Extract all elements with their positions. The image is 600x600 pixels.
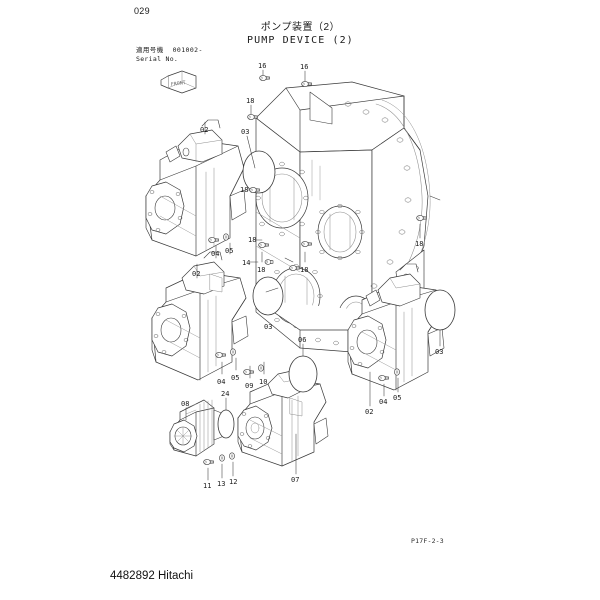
page-number: 029 xyxy=(134,6,150,16)
o-ring-03-upper xyxy=(242,150,276,194)
svg-text:FRONT: FRONT xyxy=(170,80,186,88)
callout-16-a: 16 xyxy=(258,62,266,70)
o-ring-06 xyxy=(288,355,318,393)
callout-04-upper-pump: 04 xyxy=(211,250,219,258)
callout-03-mid-pump: 03 xyxy=(264,323,272,331)
callout-04-right-pump: 04 xyxy=(379,398,387,406)
serial-label-japanese: 適用号機 001002- xyxy=(136,46,203,55)
callout-18-small: 18 xyxy=(240,186,248,194)
callout-02-upper-pump: 02 xyxy=(200,126,208,134)
pump-assembly-mid-left xyxy=(151,251,249,381)
pump-assembly-upper-left xyxy=(145,119,247,257)
page-code: P17F-2-3 xyxy=(411,537,444,545)
callout-03-right-pump: 03 xyxy=(435,348,443,356)
callout-18-right-edge: 18 xyxy=(415,240,423,248)
pump-assembly-right xyxy=(347,263,445,391)
callout-18-top-left: 18 xyxy=(246,97,254,105)
callout-12: 12 xyxy=(229,478,237,486)
serial-value: 001002- xyxy=(172,46,203,54)
sheet-title-japanese: ポンプ装置（2） xyxy=(260,22,341,33)
callout-07: 07 xyxy=(291,476,299,484)
callout-24: 24 xyxy=(221,390,229,398)
serial-number-block: 適用号機 001002- Serial No. xyxy=(136,46,203,63)
callout-13: 13 xyxy=(217,480,225,488)
washer-13 xyxy=(219,454,225,462)
callout-02-mid-pump: 02 xyxy=(192,270,200,278)
leader-lines xyxy=(185,69,441,481)
callout-04-mid-pump: 04 xyxy=(217,378,225,386)
bolt-16-a xyxy=(259,74,271,82)
callout-18-mid-left: 18 xyxy=(248,236,256,244)
callout-05-mid-pump: 05 xyxy=(231,374,239,382)
serial-label-jp-text: 適用号機 xyxy=(136,47,164,54)
washer-12 xyxy=(229,452,235,460)
serial-label-english: Serial No. xyxy=(136,55,179,63)
sheet-title-english: PUMP DEVICE (2) xyxy=(247,35,354,46)
callout-18-mid-right: 18 xyxy=(300,266,308,274)
o-ring-03-right xyxy=(424,289,456,331)
plug-14 xyxy=(264,259,274,265)
callout-06: 06 xyxy=(298,336,306,344)
o-ring-03-mid xyxy=(252,276,284,316)
washer-10 xyxy=(258,364,264,372)
bolt-11 xyxy=(203,458,215,466)
callout-08: 08 xyxy=(181,400,189,408)
callout-14: 14 xyxy=(242,259,250,267)
washer-05-upper xyxy=(230,348,236,356)
gear-pump-assembly xyxy=(169,399,225,457)
callout-03-upper-left: 03 xyxy=(241,128,249,136)
washer-05-upper-pump xyxy=(223,233,229,241)
callout-16-b: 16 xyxy=(300,63,308,71)
callout-09: 09 xyxy=(245,382,253,390)
bolt-09 xyxy=(243,368,255,376)
o-ring-24 xyxy=(217,409,235,439)
footer-document-id: 4482892 Hitachi xyxy=(110,570,194,582)
callout-05-right-pump: 05 xyxy=(393,394,401,402)
callout-11: 11 xyxy=(203,482,211,490)
callout-02-right-pump: 02 xyxy=(365,408,373,416)
pump-assembly-lower-center xyxy=(237,369,329,467)
front-direction-marker: FRONT xyxy=(160,70,197,94)
callout-05-upper-pump: 05 xyxy=(225,247,233,255)
callout-labels: 16 16 18 03 02 04 05 18 18 18 18 18 14 0… xyxy=(181,62,443,490)
sheet-title: ポンプ装置（2） PUMP DEVICE (2) xyxy=(247,21,354,47)
callout-10: 10 xyxy=(259,378,267,386)
washer-05-right xyxy=(394,368,400,376)
callout-18-mid-center: 18 xyxy=(257,266,265,274)
